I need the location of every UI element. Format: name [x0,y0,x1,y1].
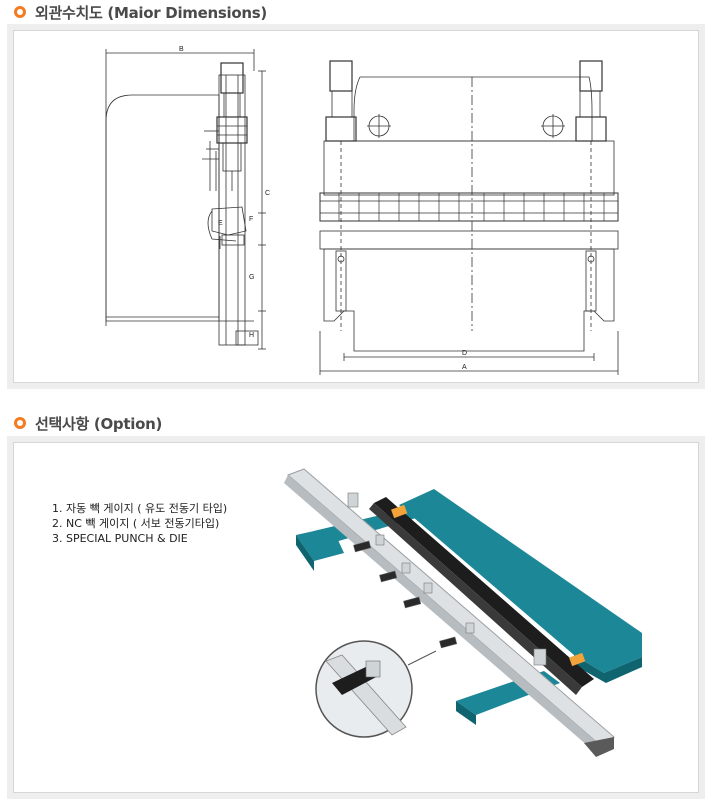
dim-label-f: F [249,216,253,223]
bullet-circle-icon [14,6,26,18]
dimensions-drawing-area: B C E F G H D A [13,30,699,383]
front-view-drawing [319,60,619,375]
option-item-1: 1. 자동 빽 게이지 ( 유도 전동기 타입) [52,502,228,515]
section-header-option: 선택사항 (Option) [14,413,162,433]
section-title-option: 선택사항 (Option) [35,414,163,433]
dimensions-panel: B C E F G H D A [7,24,705,389]
dim-label-h: H [249,332,254,339]
option-item-3: 3. SPECIAL PUNCH & DIE [52,532,188,545]
bullet-circle-icon [14,417,26,429]
dim-label-b: B [179,46,184,53]
option-panel: 1. 자동 빽 게이지 ( 유도 전동기 타입) 2. NC 빽 게이지 ( 서… [7,436,705,799]
option-item-2: 2. NC 빽 게이지 ( 서보 전동기타입) [52,517,220,530]
option-content: 1. 자동 빽 게이지 ( 유도 전동기 타입) 2. NC 빽 게이지 ( 서… [13,442,699,793]
dim-label-d: D [462,350,467,357]
dim-label-e: E [218,220,223,227]
side-view-drawing [105,49,266,350]
dim-label-a: A [462,364,467,371]
dim-label-g: G [249,274,254,281]
section-title-dimensions: 외관수치도 (Maior Dimensions) [35,3,267,22]
section-header-dimensions: 외관수치도 (Maior Dimensions) [14,2,267,22]
back-gauge-illustration [284,468,642,757]
dim-label-c: C [265,190,270,197]
dimensions-drawing: B C E F G H D A [105,46,619,375]
option-list: 1. 자동 빽 게이지 ( 유도 전동기 타입) 2. NC 빽 게이지 ( 서… [52,501,227,546]
